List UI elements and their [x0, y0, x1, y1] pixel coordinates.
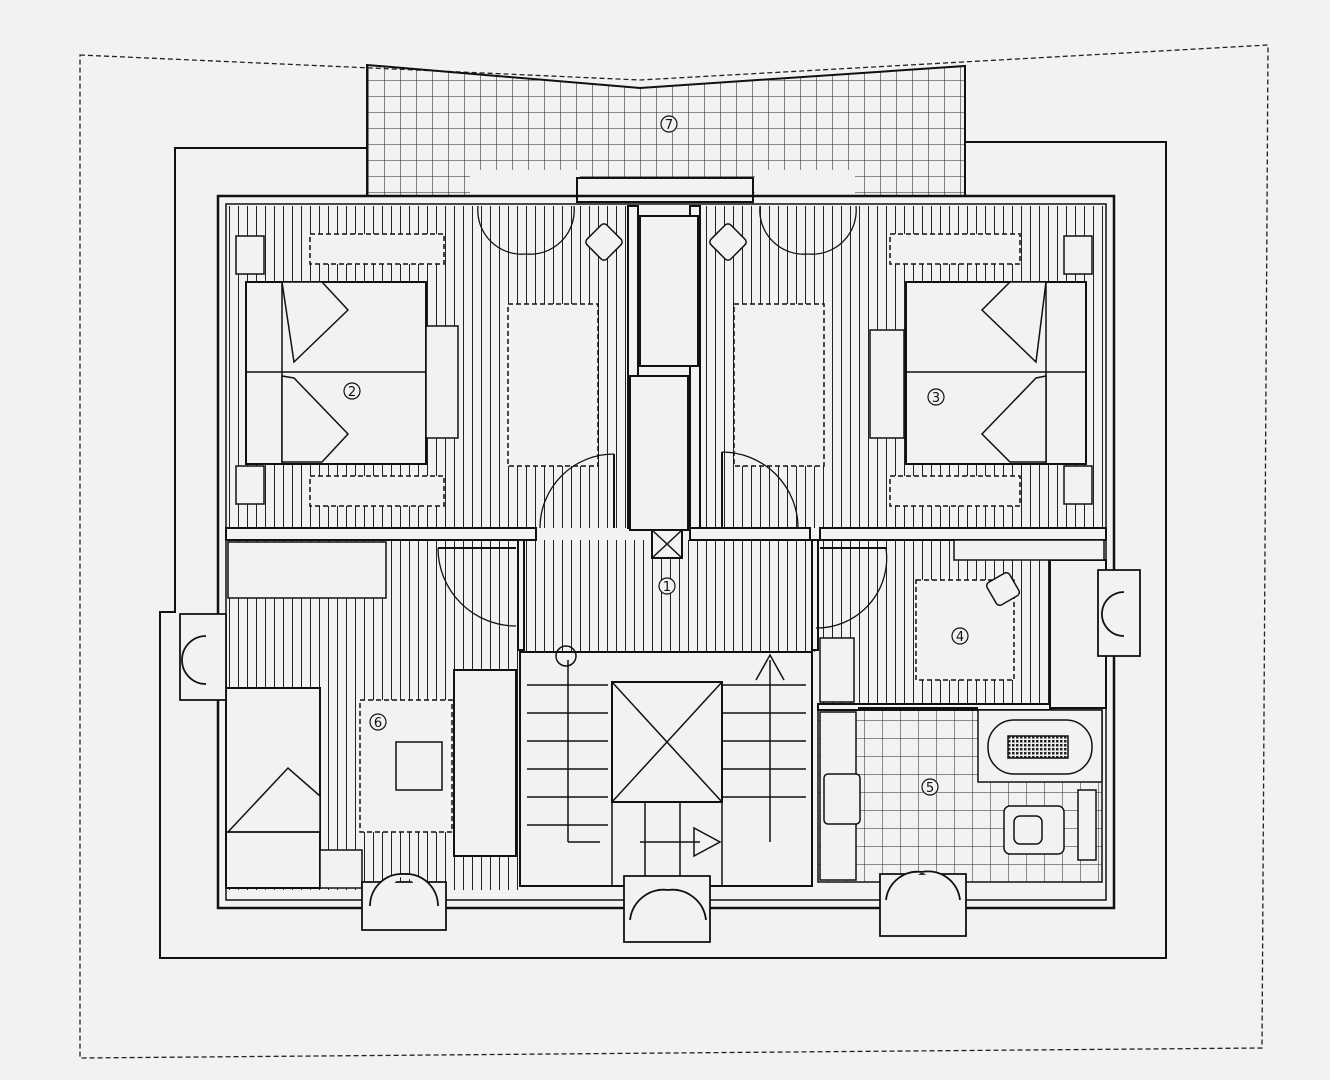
armchairs: [585, 223, 747, 261]
guest-room-furniture: [225, 541, 517, 889]
room-label-landing: 1: [663, 580, 671, 595]
bathroom-fixtures: [819, 709, 1103, 881]
plot-boundary: [79, 44, 1269, 1059]
room-label-bedroom-right: 3: [932, 391, 940, 406]
doors: [437, 205, 978, 709]
room-label-bedroom-left: 2: [348, 385, 356, 400]
room-markers: 1 2 3 4 5 6: [343, 382, 969, 796]
eaves-outline: [159, 141, 1167, 959]
bedroom-right-furniture: [733, 233, 1093, 507]
room-label-bathroom: 5: [926, 781, 934, 796]
terrace: 7: [366, 63, 966, 203]
room-label-guest-room: 6: [374, 716, 382, 731]
balconies: [179, 569, 1141, 943]
room-label-terrace: 7: [665, 118, 673, 133]
shaft-cross: [651, 529, 683, 559]
staircase: [519, 645, 813, 887]
bedroom-left-furniture: [235, 233, 599, 507]
central-cupboards: [629, 215, 699, 559]
room-label-study: 4: [956, 630, 964, 645]
